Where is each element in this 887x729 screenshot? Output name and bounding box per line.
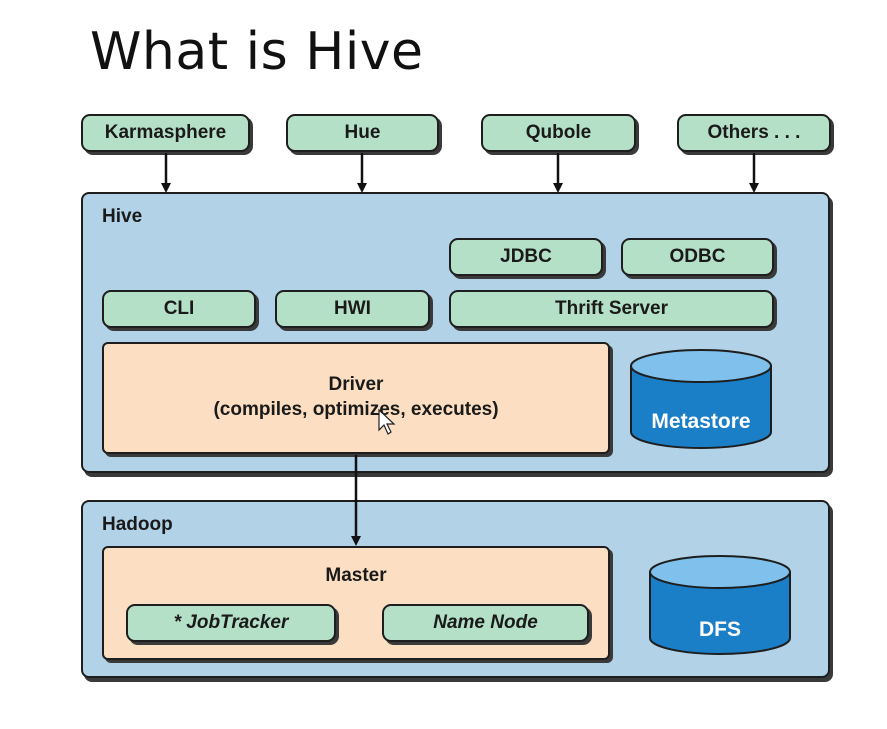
client-others: Others . . .	[677, 114, 831, 152]
driver-title: Driver	[328, 374, 384, 395]
hadoop-label: Hadoop	[102, 514, 173, 535]
hwi-box: HWI	[275, 290, 430, 328]
slide-title: What is Hive	[90, 22, 424, 82]
cli-box: CLI	[102, 290, 256, 328]
jobtracker-box: * JobTracker	[126, 604, 336, 642]
namenode-box: Name Node	[382, 604, 589, 642]
odbc-box: ODBC	[621, 238, 774, 276]
metastore-cylinder-icon	[630, 349, 772, 449]
metastore-label: Metastore	[651, 410, 751, 433]
hive-label: Hive	[102, 206, 143, 227]
dfs-label: DFS	[699, 618, 741, 641]
driver-subtitle: (compiles, optimizes, executes)	[213, 399, 499, 420]
jdbc-box: JDBC	[449, 238, 603, 276]
driver-box: Driver (compiles, optimizes, executes)	[102, 342, 610, 454]
dfs-cylinder-icon	[649, 555, 791, 655]
client-qubole: Qubole	[481, 114, 636, 152]
thrift-server-box: Thrift Server	[449, 290, 774, 328]
master-title: Master	[325, 565, 387, 586]
client-hue: Hue	[286, 114, 439, 152]
client-karmasphere: Karmasphere	[81, 114, 250, 152]
mouse-cursor-icon	[378, 408, 396, 435]
